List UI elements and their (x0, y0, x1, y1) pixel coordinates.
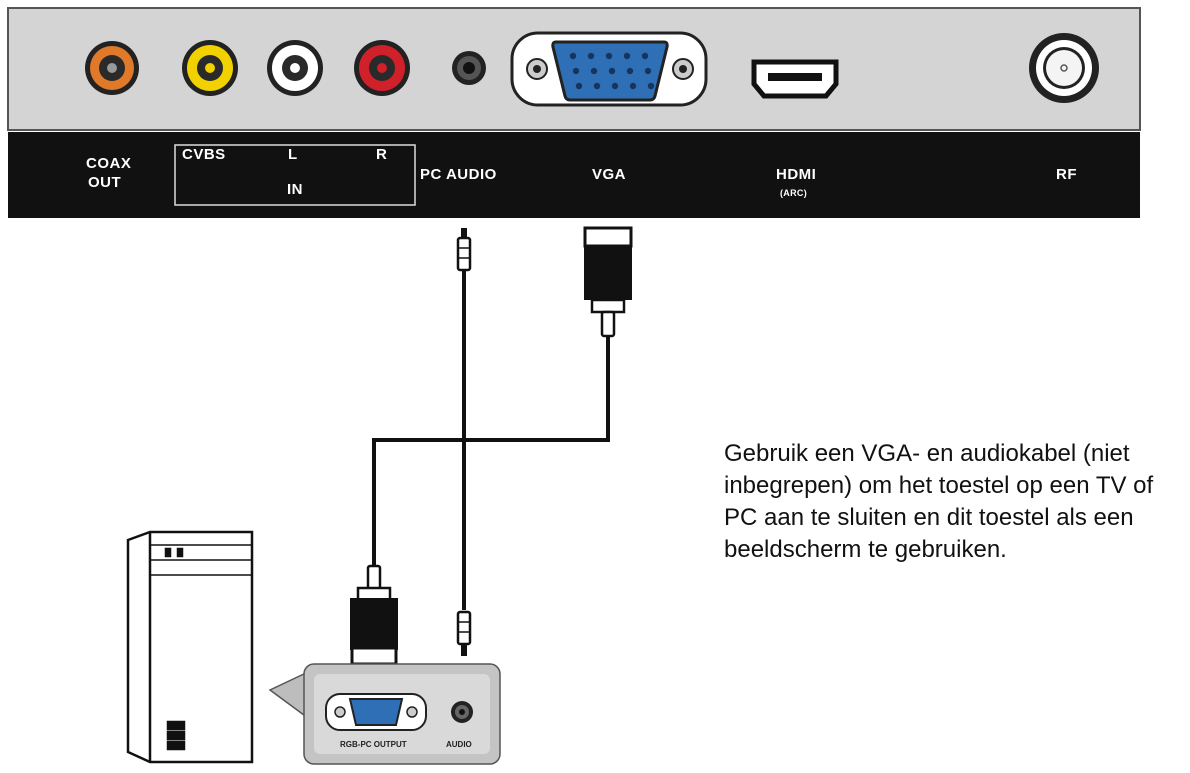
coax-label: COAX (86, 155, 132, 172)
arc-label: (ARC) (780, 188, 807, 198)
audio-plug-icon (456, 610, 472, 656)
vga-pin (593, 82, 601, 90)
pc-audio-jack-icon (452, 51, 486, 85)
vga-pin (626, 67, 634, 75)
vga-pin (590, 67, 598, 75)
pc-audio-port-label: AUDIO (446, 740, 472, 749)
vga-cable (372, 335, 610, 568)
rgb-output-label: RGB-PC OUTPUT (340, 740, 407, 749)
cvbs-label: CVBS (182, 146, 226, 163)
vga-pin (644, 67, 652, 75)
pc-audio-jack-icon (451, 701, 473, 723)
vga-pin (641, 52, 649, 60)
coax-out-jack-icon (85, 41, 139, 95)
hdmi-label: HDMI (776, 166, 817, 183)
audio-r-jack-icon (354, 40, 410, 96)
vga-port-icon (510, 31, 708, 107)
vga-pin (575, 82, 583, 90)
vga-pin (647, 82, 655, 90)
cvbs-jack-icon (182, 40, 238, 96)
audio-l-jack-icon (267, 40, 323, 96)
rf-antenna-port-icon (1029, 33, 1099, 103)
pc-vga-port-icon (325, 693, 427, 731)
pc-audio-label: PC AUDIO (420, 166, 497, 183)
vga-pin (605, 52, 613, 60)
audio-l-label: L (288, 146, 298, 163)
vga-plug-icon (350, 564, 398, 666)
vga-pin (572, 67, 580, 75)
pc-tower-icon (126, 530, 254, 764)
audio-r-label: R (376, 146, 388, 163)
vga-pin (629, 82, 637, 90)
hdmi-port-icon (751, 59, 839, 99)
vga-pin (587, 52, 595, 60)
label-strip (8, 132, 1140, 218)
vga-pin (569, 52, 577, 60)
in-label: IN (287, 181, 303, 198)
rf-label: RF (1056, 166, 1077, 183)
out-label: OUT (88, 174, 122, 191)
vga-plug-icon (583, 226, 633, 338)
vga-label: VGA (592, 166, 627, 183)
vga-pin (611, 82, 619, 90)
vga-pin (608, 67, 616, 75)
audio-plug-icon (456, 228, 472, 272)
instruction-text: Gebruik een VGA- en audiokabel (niet inb… (724, 440, 1154, 563)
in-group-box (174, 144, 416, 206)
vga-pin (623, 52, 631, 60)
